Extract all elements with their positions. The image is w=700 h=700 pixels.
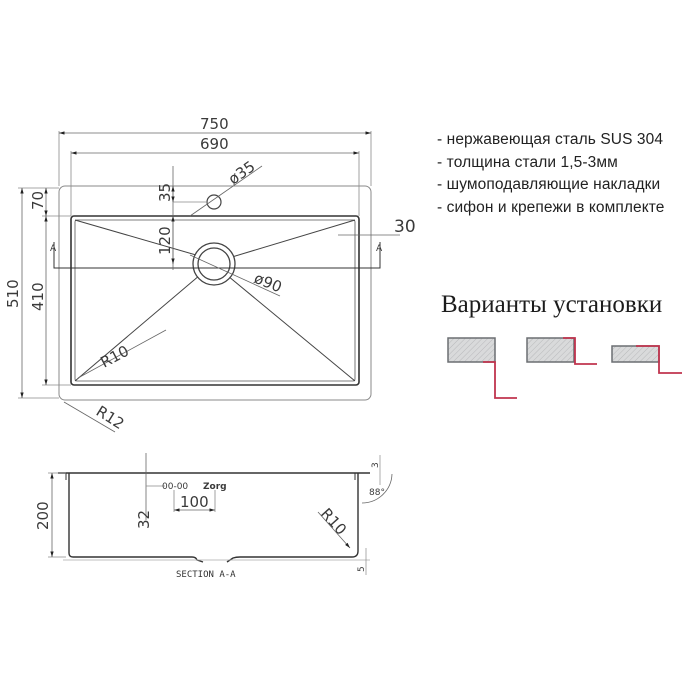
tap-diameter-label: ø35 xyxy=(225,157,258,188)
variant-flush-mount xyxy=(526,337,597,365)
tap-offset-label: 35 xyxy=(156,183,174,202)
section-marker-left: A xyxy=(50,244,57,254)
overflow-spacing-label: 100 xyxy=(180,493,209,511)
inner-width-label: 690 xyxy=(200,135,229,153)
variant-top-mount xyxy=(611,345,682,374)
rim-front-label: 70 xyxy=(29,191,47,210)
bowl-outline xyxy=(70,215,360,386)
installation-variants xyxy=(447,337,682,399)
inner-depth-label: 410 xyxy=(29,282,47,311)
bowl-slope-lines xyxy=(74,219,356,382)
section-bowl-profile xyxy=(68,473,359,563)
feature-item: - сифон и крепежи в комплекте xyxy=(437,198,665,216)
section-marker-right: A xyxy=(376,244,383,254)
variant-undermount xyxy=(447,337,517,399)
plan-view: A A 750 690 510 410 70 35 120 ø35 ø xyxy=(4,115,416,433)
tap-hole xyxy=(206,194,222,210)
bottom-thickness-label: 5 xyxy=(357,566,367,572)
drain-offset-label: 120 xyxy=(156,226,174,255)
section-radius-label: R10 xyxy=(317,505,350,539)
overflow-offset-label: 32 xyxy=(135,510,153,529)
inner-radius-label: R10 xyxy=(97,342,132,372)
side-rim-label: 30 xyxy=(394,217,416,237)
features-list: - нержавеющая сталь SUS 304 - толщина ст… xyxy=(437,129,665,219)
overall-depth-label: 510 xyxy=(4,279,22,308)
top-thickness-label: 3 xyxy=(371,462,381,468)
installation-title: Варианты установки xyxy=(441,291,663,318)
logo-mark: Zorg xyxy=(203,482,227,492)
feature-item: - толщина стали 1,5-3мм xyxy=(437,153,618,171)
section-label: SECTION A-A xyxy=(176,570,236,580)
feature-item: - нержавеющая сталь SUS 304 xyxy=(437,131,664,148)
section-view: 200 32 00-00 Zorg 100 R10 3 88° 5 SECTIO… xyxy=(34,453,393,580)
drain-outer-circle xyxy=(192,242,236,286)
bowl-inner-outline xyxy=(74,219,356,382)
outer-flange-outline xyxy=(58,185,372,401)
overflow-mark: 00-00 xyxy=(162,482,188,492)
overall-width-label: 750 xyxy=(200,115,229,133)
wall-angle-label: 88° xyxy=(369,488,385,498)
section-line-a-a xyxy=(53,242,381,269)
drain-inner-circle xyxy=(197,247,231,281)
drain-diameter-label: ø90 xyxy=(252,269,285,296)
section-depth-label: 200 xyxy=(34,501,52,530)
outer-radius-label: R12 xyxy=(93,402,128,433)
feature-item: - шумоподавляющие накладки xyxy=(437,176,661,193)
